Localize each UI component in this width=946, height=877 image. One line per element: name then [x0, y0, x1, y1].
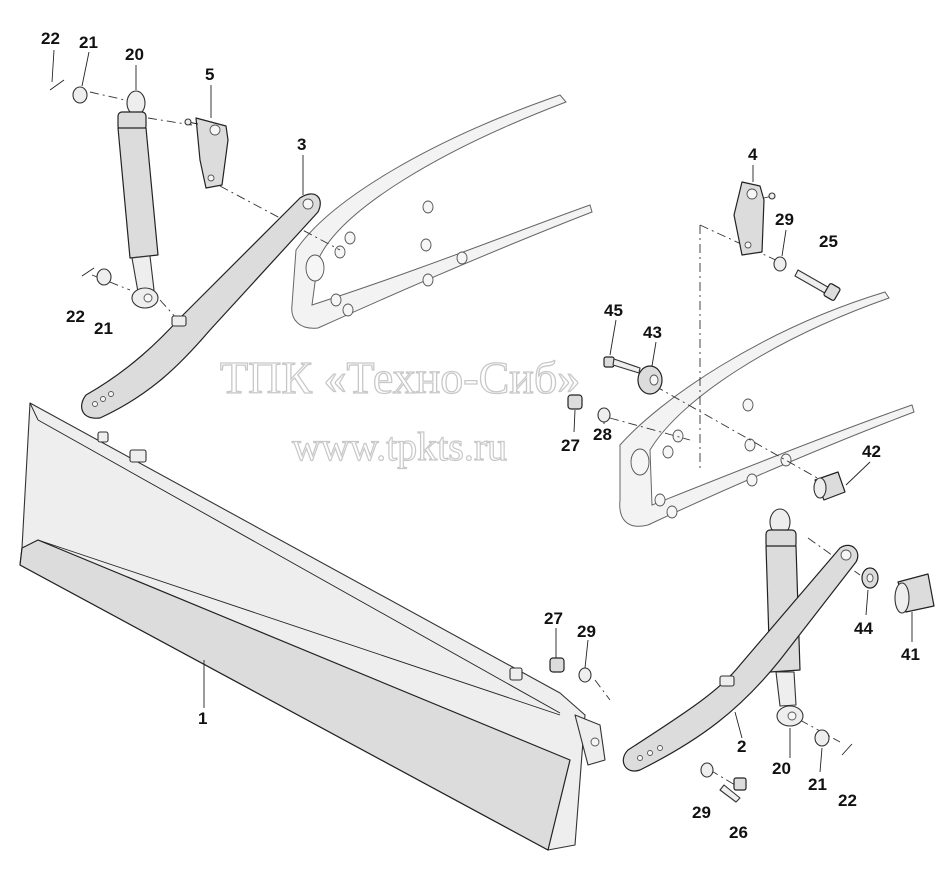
washer-44 [861, 567, 879, 589]
push-arm-3 [81, 193, 321, 419]
nut-21-top [72, 86, 88, 104]
nut-27-top [567, 394, 583, 410]
bracket-4 [733, 181, 776, 256]
part-label-27: 27 [561, 436, 580, 455]
nut-21-mid [96, 268, 112, 286]
nut-21-bottom [814, 729, 830, 747]
part-label-25: 25 [819, 232, 838, 251]
part-label-27: 27 [544, 609, 563, 628]
bolt-25 [794, 269, 841, 301]
part-label-21: 21 [808, 775, 827, 794]
part-label-43: 43 [643, 323, 662, 342]
part-label-28: 28 [593, 425, 612, 444]
hydraulic-cylinder-left [117, 90, 159, 309]
part-label-21: 21 [94, 319, 113, 338]
nut-27-bottom [549, 657, 565, 673]
part-label-42: 42 [862, 442, 881, 461]
push-arm-2 [622, 544, 859, 772]
frame-right [619, 291, 915, 527]
bushing-42 [813, 471, 846, 501]
bolt-45 [603, 356, 641, 374]
part-label-29: 29 [692, 803, 711, 822]
label-leaders [51, 49, 913, 773]
part-label-22: 22 [66, 307, 85, 326]
part-label-22: 22 [838, 791, 857, 810]
part-label-21: 21 [79, 33, 98, 52]
pin-41 [894, 573, 935, 614]
part-label-26: 26 [729, 823, 748, 842]
dozer-blade [19, 402, 606, 851]
bracket-5 [184, 117, 229, 189]
part-label-29: 29 [577, 622, 596, 641]
part-label-5: 5 [205, 65, 214, 84]
cotter-pin-22-top [49, 79, 65, 91]
part-label-22: 22 [41, 29, 60, 48]
part-label-41: 41 [901, 645, 920, 664]
cotter-pin-22-bottom [841, 743, 853, 756]
part-label-45: 45 [604, 301, 623, 320]
part-label-20: 20 [772, 759, 791, 778]
part-label-3: 3 [297, 135, 306, 154]
watermark-url: www.tpkts.ru [292, 424, 507, 469]
watermark-company: ТПК «Техно-Сиб» [220, 352, 580, 403]
part-label-4: 4 [748, 145, 758, 164]
washer-29-mid [578, 667, 592, 683]
part-label-20: 20 [125, 45, 144, 64]
part-label-29: 29 [775, 210, 794, 229]
part-label-2: 2 [737, 737, 746, 756]
part-label-44: 44 [854, 619, 873, 638]
washer-29-top [773, 256, 787, 272]
washer-28 [597, 407, 611, 423]
washer-29-bottom [700, 762, 714, 778]
axis-lines [89, 91, 861, 786]
bushing-43 [637, 365, 663, 395]
frame-left [291, 94, 593, 329]
part-label-1: 1 [198, 709, 207, 728]
cotter-pin-22-mid [81, 267, 95, 277]
bolt-26 [719, 777, 747, 803]
